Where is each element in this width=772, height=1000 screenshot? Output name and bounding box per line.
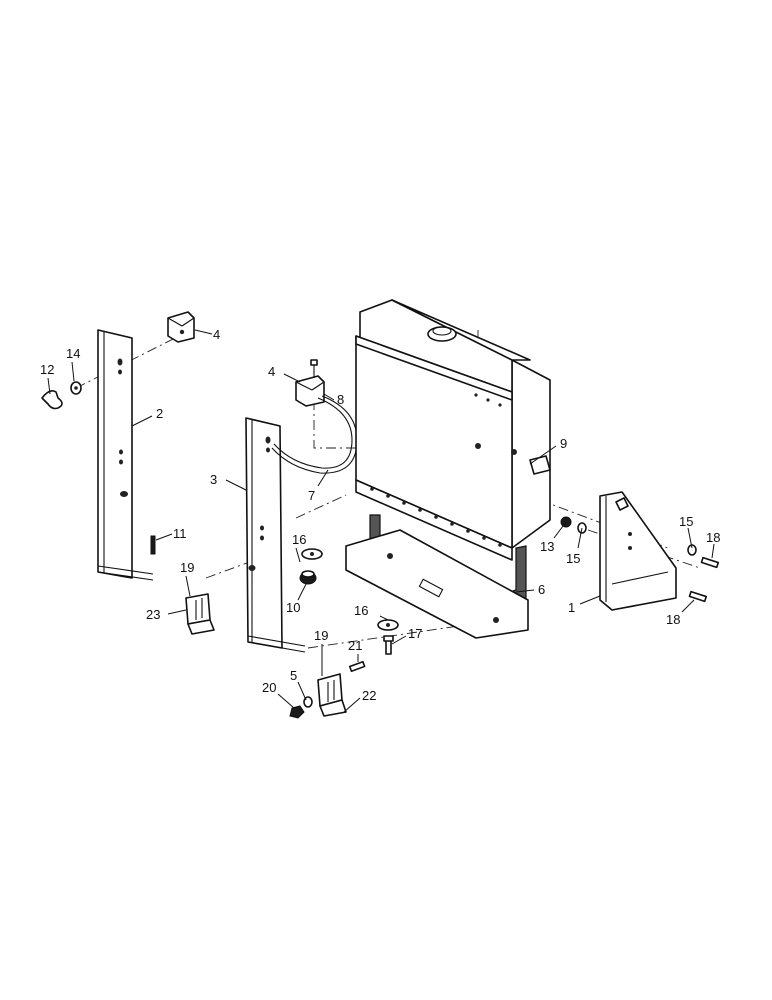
radiator	[355, 299, 551, 561]
clip-center	[289, 660, 366, 719]
pad-part-9	[529, 455, 551, 475]
callout-6: 6	[538, 582, 545, 597]
bolts-part-18	[688, 556, 720, 603]
callout-15-right: 15	[679, 514, 693, 529]
callout-16-upper: 16	[292, 532, 306, 547]
angle-bracket-center	[295, 359, 325, 407]
left-support-bracket	[97, 329, 154, 581]
callout-19-center: 19	[314, 628, 328, 643]
callout-4-center: 4	[268, 364, 275, 379]
retaining-strap	[271, 395, 358, 474]
callout-3: 3	[210, 472, 217, 487]
callout-labels: 4 2 14 12 11 19 23 3 4 8 7 9 6 13 15 16 …	[40, 327, 720, 703]
callout-17: 17	[408, 626, 422, 641]
callout-18-lower: 18	[666, 612, 680, 627]
callout-10: 10	[286, 600, 300, 615]
callout-2: 2	[156, 406, 163, 421]
callout-1: 1	[568, 600, 575, 615]
washer-and-bolt-lower	[377, 619, 399, 655]
leader-lines	[47, 329, 715, 713]
callout-20: 20	[262, 680, 276, 695]
callout-16-lower: 16	[354, 603, 368, 618]
pin-part-11	[150, 535, 156, 555]
center-support-bracket	[245, 417, 306, 653]
callout-18-upper: 18	[706, 530, 720, 545]
callout-21: 21	[348, 638, 362, 653]
angle-bracket-upper-left	[167, 311, 195, 343]
callout-19-left: 19	[180, 560, 194, 575]
base-plate	[345, 529, 529, 639]
right-mounting-bracket	[599, 491, 677, 611]
callout-22: 22	[362, 688, 376, 703]
callout-23: 23	[146, 607, 160, 622]
rubber-mount	[299, 548, 323, 585]
callout-8: 8	[337, 392, 344, 407]
callout-11: 11	[173, 526, 187, 541]
callout-9: 9	[560, 436, 567, 451]
callout-4-upper: 4	[213, 327, 220, 342]
wing-nut-and-washer	[41, 381, 82, 410]
callout-5: 5	[290, 668, 297, 683]
callout-13: 13	[540, 539, 554, 554]
callout-15-left: 15	[566, 551, 580, 566]
clip-left	[185, 593, 215, 635]
callout-14: 14	[66, 346, 80, 361]
callout-12: 12	[40, 362, 54, 377]
callout-7: 7	[308, 488, 315, 503]
